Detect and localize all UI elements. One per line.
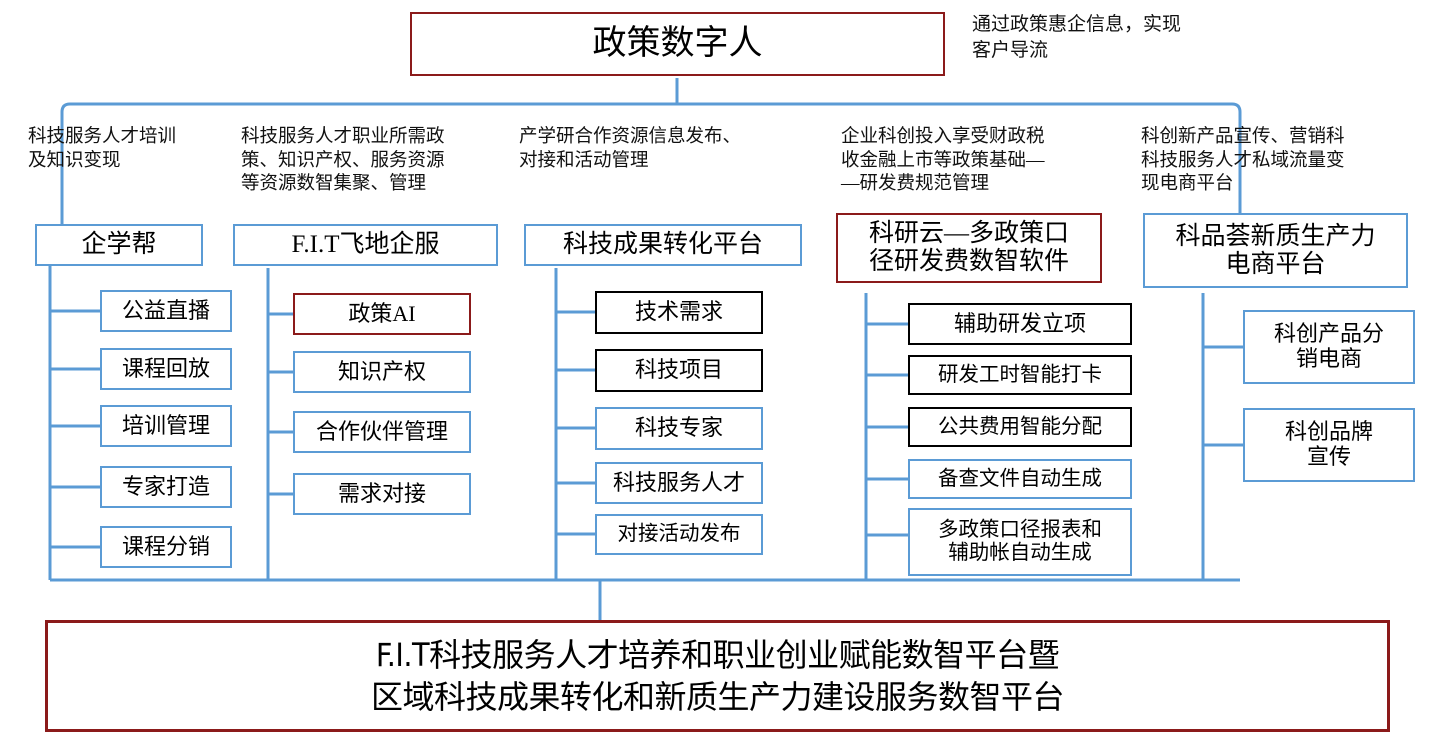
bottom-banner: F.I.T科技服务人才培养和职业创业赋能数智平台暨 区域科技成果转化和新质生产力… [45,620,1390,732]
leaf-box-1-4[interactable]: 专家打造 [100,466,232,508]
leaf-box-4-4[interactable]: 备查文件自动生成 [908,459,1132,499]
column-description-2: 科技服务人才职业所需政 策、知识产权、服务资源 等资源数智集聚、管理 [241,127,445,195]
leaf-box-2-2[interactable]: 知识产权 [293,351,471,393]
leaf-box-3-2[interactable]: 科技项目 [595,349,763,392]
leaf-box-1-1[interactable]: 公益直播 [100,290,232,332]
column-description-5: 科创新产品宣传、营销科 科技服务人才私域流量变 现电商平台 [1141,127,1345,195]
leaf-box-3-5[interactable]: 对接活动发布 [595,514,763,555]
leaf-box-4-5[interactable]: 多政策口径报表和 辅助帐自动生成 [908,508,1132,576]
leaf-box-2-1[interactable]: 政策AI [293,293,471,335]
leaf-box-2-4[interactable]: 需求对接 [293,473,471,515]
leaf-box-4-3[interactable]: 公共费用智能分配 [908,407,1132,447]
leaf-box-4-1[interactable]: 辅助研发立项 [908,303,1132,345]
platform-box-1[interactable]: 企学帮 [35,224,203,266]
leaf-box-1-3[interactable]: 培训管理 [100,405,232,447]
platform-box-3[interactable]: 科技成果转化平台 [524,224,802,266]
column-description-4: 企业科创投入享受财政税 收金融上市等政策基础— —研发费规范管理 [841,127,1045,195]
leaf-box-2-3[interactable]: 合作伙伴管理 [293,411,471,453]
platform-box-5[interactable]: 科品荟新质生产力 电商平台 [1143,213,1408,288]
leaf-box-5-1[interactable]: 科创产品分 销电商 [1243,310,1415,384]
leaf-box-3-3[interactable]: 科技专家 [595,407,763,450]
leaf-box-3-1[interactable]: 技术需求 [595,291,763,334]
title-annotation: 通过政策惠企信息，实现 客户导流 [972,14,1182,61]
leaf-box-1-5[interactable]: 课程分销 [100,526,232,568]
page-title: 政策数字人 [410,12,945,76]
leaf-box-3-4[interactable]: 科技服务人才 [595,462,763,504]
column-description-1: 科技服务人才培训 及知识变现 [28,127,177,171]
platform-box-4[interactable]: 科研云—多政策口 径研发费数智软件 [836,213,1102,283]
leaf-box-1-2[interactable]: 课程回放 [100,348,232,390]
leaf-box-5-2[interactable]: 科创品牌 宣传 [1243,408,1415,482]
column-description-3: 产学研合作资源信息发布、 对接和活动管理 [519,127,742,171]
platform-box-2[interactable]: F.I.T飞地企服 [233,224,498,266]
leaf-box-4-2[interactable]: 研发工时智能打卡 [908,355,1132,395]
